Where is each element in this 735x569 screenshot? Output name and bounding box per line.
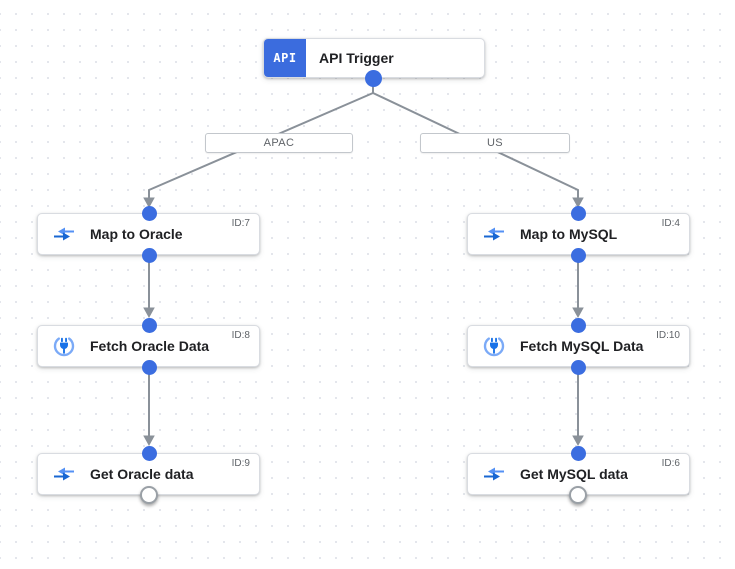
output-port[interactable] — [141, 359, 157, 375]
output-port[interactable] — [141, 247, 157, 263]
branch-text: US — [486, 137, 504, 149]
node-label: Get Oracle data — [90, 466, 194, 482]
node-id-badge: ID:7 — [231, 218, 250, 229]
input-port[interactable] — [570, 445, 586, 461]
branch-label-apac[interactable]: APAC — [205, 133, 353, 153]
input-port[interactable] — [141, 205, 157, 221]
node-label: API Trigger — [319, 50, 394, 66]
node-label: Fetch Oracle Data — [90, 338, 210, 354]
data-mapping-icon — [481, 227, 507, 241]
branch-label-us[interactable]: US — [420, 133, 570, 153]
terminal-port[interactable] — [569, 486, 587, 504]
output-port[interactable] — [364, 69, 382, 87]
output-port[interactable] — [570, 359, 586, 375]
branch-text: APAC — [263, 137, 295, 149]
input-port[interactable] — [141, 317, 157, 333]
output-port[interactable] — [570, 247, 586, 263]
input-port[interactable] — [570, 205, 586, 221]
node-id-badge: ID:6 — [661, 458, 680, 469]
node-label: Fetch MySQL Data — [520, 338, 644, 354]
input-port[interactable] — [141, 445, 157, 461]
data-mapping-icon — [51, 467, 77, 481]
connector-icon — [481, 334, 507, 358]
node-label: Get MySQL data — [520, 466, 628, 482]
node-label: Map to Oracle — [90, 226, 183, 242]
node-id-badge: ID:10 — [656, 330, 680, 341]
node-id-badge: ID:4 — [661, 218, 680, 229]
data-mapping-icon — [51, 227, 77, 241]
node-id-badge: ID:9 — [231, 458, 250, 469]
api-badge-text: API — [273, 51, 297, 65]
connector-icon — [51, 334, 77, 358]
node-label: Map to MySQL — [520, 226, 618, 242]
api-trigger-icon: API — [264, 39, 306, 77]
data-mapping-icon — [481, 467, 507, 481]
node-id-badge: ID:8 — [231, 330, 250, 341]
input-port[interactable] — [570, 317, 586, 333]
terminal-port[interactable] — [140, 486, 158, 504]
